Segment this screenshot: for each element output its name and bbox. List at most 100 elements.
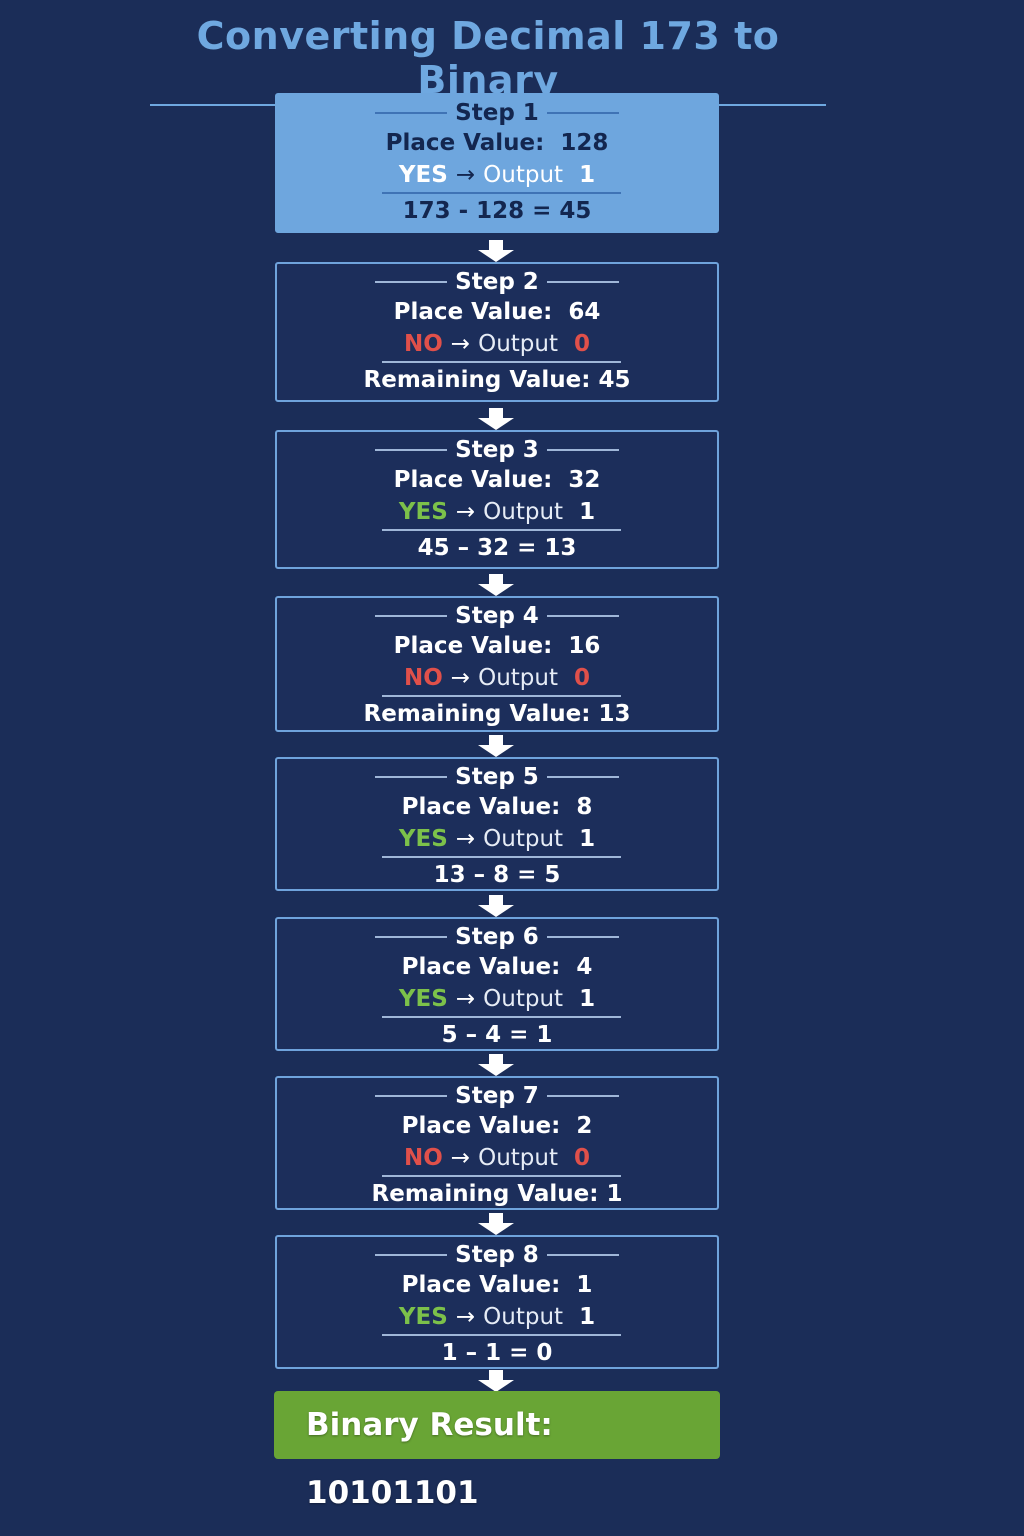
step-label: Step 2 <box>455 269 539 295</box>
step-label: Step 5 <box>455 764 539 790</box>
binary-result-box: Binary Result: 10101101 <box>274 1391 720 1511</box>
divider <box>382 192 621 194</box>
output-bit: 1 <box>579 826 596 852</box>
arrow-down-icon <box>478 1370 514 1392</box>
step-result: Remaining Value: 45 <box>363 367 631 393</box>
arrow-right-icon: → <box>455 162 476 188</box>
divider <box>382 361 621 363</box>
step-result: Remaining Value: 13 <box>363 701 631 727</box>
output-bit: 0 <box>574 331 591 357</box>
place-value: 128 <box>560 130 609 156</box>
decision: NO <box>403 1145 443 1171</box>
divider <box>382 1175 621 1177</box>
output-label: Output <box>478 1145 558 1171</box>
arrow-right-icon: → <box>455 499 476 525</box>
place-value-label: Place Value: <box>393 633 553 659</box>
step-box: Step 3 Place Value: 32 YES → Output 1 45… <box>275 430 719 569</box>
step-box: Step 8 Place Value: 1 YES → Output 1 1 –… <box>275 1235 719 1369</box>
decision: NO <box>403 331 443 357</box>
divider <box>375 449 448 451</box>
step-result: 1 – 1 = 0 <box>441 1340 553 1366</box>
arrow-down-icon <box>478 574 514 596</box>
arrow-right-icon: → <box>450 665 471 691</box>
divider <box>382 1016 621 1018</box>
step-label: Step 7 <box>455 1083 539 1109</box>
step-label: Step 6 <box>455 924 539 950</box>
output-label: Output <box>478 665 558 691</box>
arrow-right-icon: → <box>455 826 476 852</box>
place-value: 16 <box>568 633 601 659</box>
divider <box>375 776 448 778</box>
arrow-down-icon <box>478 240 514 262</box>
place-value: 1 <box>576 1272 593 1298</box>
place-value-label: Place Value: <box>393 299 553 325</box>
arrow-right-icon: → <box>450 1145 471 1171</box>
divider <box>546 449 619 451</box>
decision: YES <box>398 162 448 188</box>
divider <box>546 1095 619 1097</box>
arrow-right-icon: → <box>455 986 476 1012</box>
arrow-down-icon <box>478 408 514 430</box>
step-result: Remaining Value: 1 <box>371 1181 623 1207</box>
divider <box>382 1334 621 1336</box>
decision: YES <box>398 826 448 852</box>
divider <box>546 936 619 938</box>
output-label: Output <box>483 826 564 852</box>
step-result: 45 – 32 = 13 <box>417 535 577 561</box>
step-box: Step 4 Place Value: 16 NO → Output 0 Rem… <box>275 596 719 732</box>
arrow-right-icon: → <box>455 1304 476 1330</box>
output-bit: 1 <box>579 1304 596 1330</box>
output-label: Output <box>483 499 564 525</box>
place-value: 64 <box>568 299 601 325</box>
step-label: Step 3 <box>455 437 539 463</box>
decision: YES <box>398 499 448 525</box>
divider <box>375 936 448 938</box>
output-bit: 1 <box>579 499 596 525</box>
divider <box>546 776 619 778</box>
arrow-right-icon: → <box>450 331 471 357</box>
divider <box>375 615 448 617</box>
divider <box>375 1254 448 1256</box>
place-value: 2 <box>576 1113 593 1139</box>
divider <box>375 112 448 114</box>
divider <box>375 1095 448 1097</box>
place-value-label: Place Value: <box>401 1272 561 1298</box>
step-result: 13 – 8 = 5 <box>433 862 561 888</box>
arrow-down-icon <box>478 1213 514 1235</box>
place-value-label: Place Value: <box>401 1113 561 1139</box>
output-label: Output <box>483 162 564 188</box>
place-value: 32 <box>568 467 601 493</box>
output-bit: 1 <box>579 986 596 1012</box>
decision: YES <box>398 1304 448 1330</box>
decision: YES <box>398 986 448 1012</box>
step-box: Step 7 Place Value: 2 NO → Output 0 Rema… <box>275 1076 719 1210</box>
step-result: 5 – 4 = 1 <box>441 1022 553 1048</box>
divider <box>382 695 621 697</box>
step-box: Step 2 Place Value: 64 NO → Output 0 Rem… <box>275 262 719 402</box>
step-label: Step 1 <box>455 100 539 126</box>
output-label: Output <box>483 1304 564 1330</box>
place-value: 8 <box>576 794 593 820</box>
step-label: Step 4 <box>455 603 539 629</box>
divider <box>382 529 621 531</box>
place-value-label: Place Value: <box>401 794 561 820</box>
divider <box>546 112 619 114</box>
output-label: Output <box>478 331 558 357</box>
divider <box>375 281 448 283</box>
place-value-label: Place Value: <box>393 467 553 493</box>
divider <box>546 615 619 617</box>
place-value-label: Place Value: <box>401 954 561 980</box>
divider <box>546 281 619 283</box>
output-bit: 0 <box>574 1145 591 1171</box>
output-bit: 0 <box>574 665 591 691</box>
divider <box>382 856 621 858</box>
arrow-down-icon <box>478 895 514 917</box>
step-result: 173 - 128 = 45 <box>402 198 592 224</box>
decision: NO <box>403 665 443 691</box>
divider <box>546 1254 619 1256</box>
arrow-down-icon <box>478 735 514 757</box>
step-label: Step 8 <box>455 1242 539 1268</box>
output-label: Output <box>483 986 564 1012</box>
place-value-label: Place Value: <box>385 130 545 156</box>
step-box: Step 6 Place Value: 4 YES → Output 1 5 –… <box>275 917 719 1051</box>
